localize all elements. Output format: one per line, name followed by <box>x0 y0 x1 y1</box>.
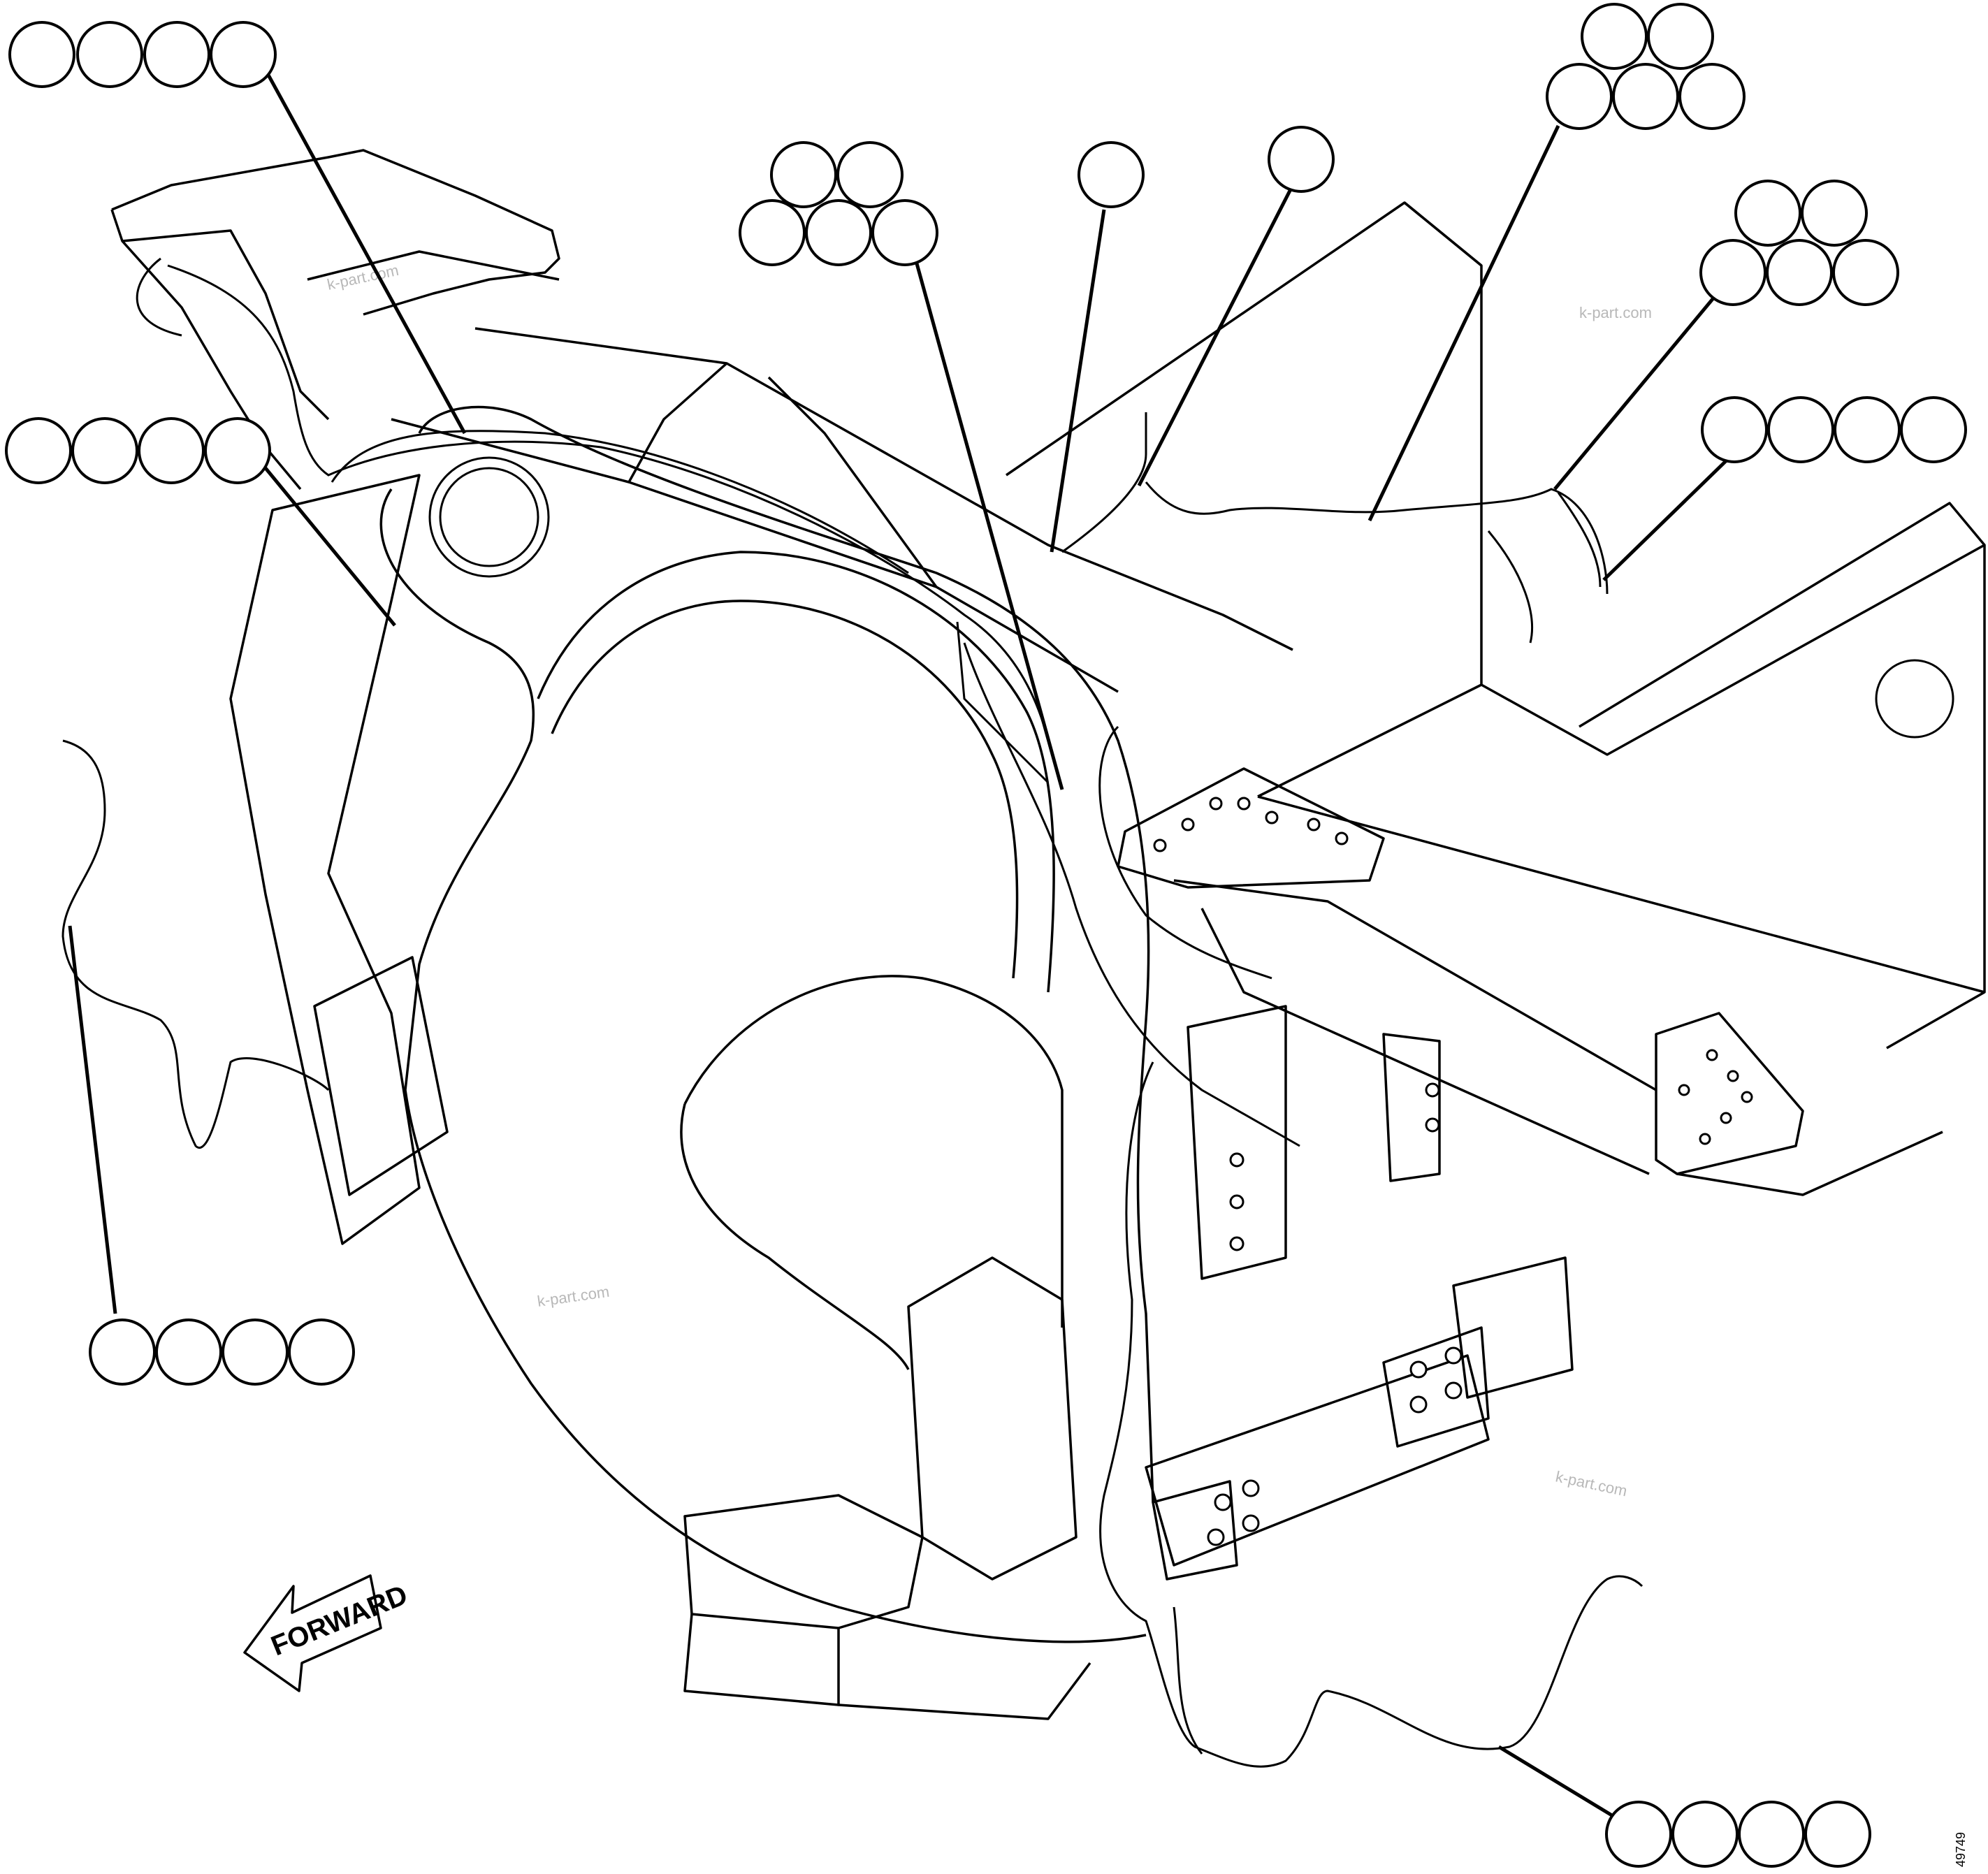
callout-bubbles <box>5 3 1967 1868</box>
callout-bubble <box>155 1319 222 1386</box>
callout-bubble <box>1612 63 1679 130</box>
callout-bubble <box>288 1319 355 1386</box>
callout-bubble <box>1078 141 1145 208</box>
callout-bubble <box>222 1319 289 1386</box>
machine-frame <box>110 149 1986 1720</box>
callout-bubble <box>1268 126 1335 193</box>
forward-arrow: FORWARD <box>243 1574 412 1692</box>
callout-bubble <box>89 1319 156 1386</box>
callout-bubble <box>1546 63 1613 130</box>
callout-bubble <box>1900 396 1967 463</box>
drawing-number: 49749 <box>1954 1832 1968 1867</box>
watermark-2: k-part.com <box>1579 304 1652 321</box>
callout-bubble <box>8 21 75 88</box>
callout-bubble <box>143 21 210 88</box>
callout-bubble <box>739 199 806 266</box>
callout-bubble <box>1605 1801 1672 1868</box>
callout-bubble <box>1734 180 1801 247</box>
callout-bubble <box>1701 396 1768 463</box>
callout-bubble <box>1738 1801 1805 1868</box>
callout-bubble <box>1832 239 1899 306</box>
callout-bubble <box>836 141 904 208</box>
watermark-4: k-part.com <box>1554 1467 1629 1499</box>
callout-bubble <box>204 417 271 484</box>
callout-bubble <box>1581 3 1648 70</box>
callout-bubble <box>770 141 837 208</box>
callout-bubble <box>1834 396 1901 463</box>
watermarks: k-part.com k-part.com k-part.com k-part.… <box>326 261 1652 1500</box>
leader-lines <box>68 68 1734 1819</box>
wiring-harness <box>61 257 1644 1768</box>
callout-bubble <box>871 199 938 266</box>
callout-bubble <box>1801 180 1868 247</box>
callout-bubble <box>71 417 138 484</box>
callout-bubble <box>76 21 143 88</box>
callout-bubble <box>805 199 872 266</box>
callout-bubble <box>138 417 205 484</box>
callout-bubble <box>1647 3 1714 70</box>
callout-bubble <box>1766 239 1833 306</box>
callout-bubble <box>1699 239 1766 306</box>
callout-bubble <box>1804 1801 1871 1868</box>
callout-bubble <box>1678 63 1746 130</box>
callout-bubble <box>210 21 277 88</box>
watermark-3: k-part.com <box>536 1283 610 1310</box>
callout-bubble <box>1671 1801 1739 1868</box>
callout-bubble <box>5 417 72 484</box>
callout-bubble <box>1767 396 1834 463</box>
